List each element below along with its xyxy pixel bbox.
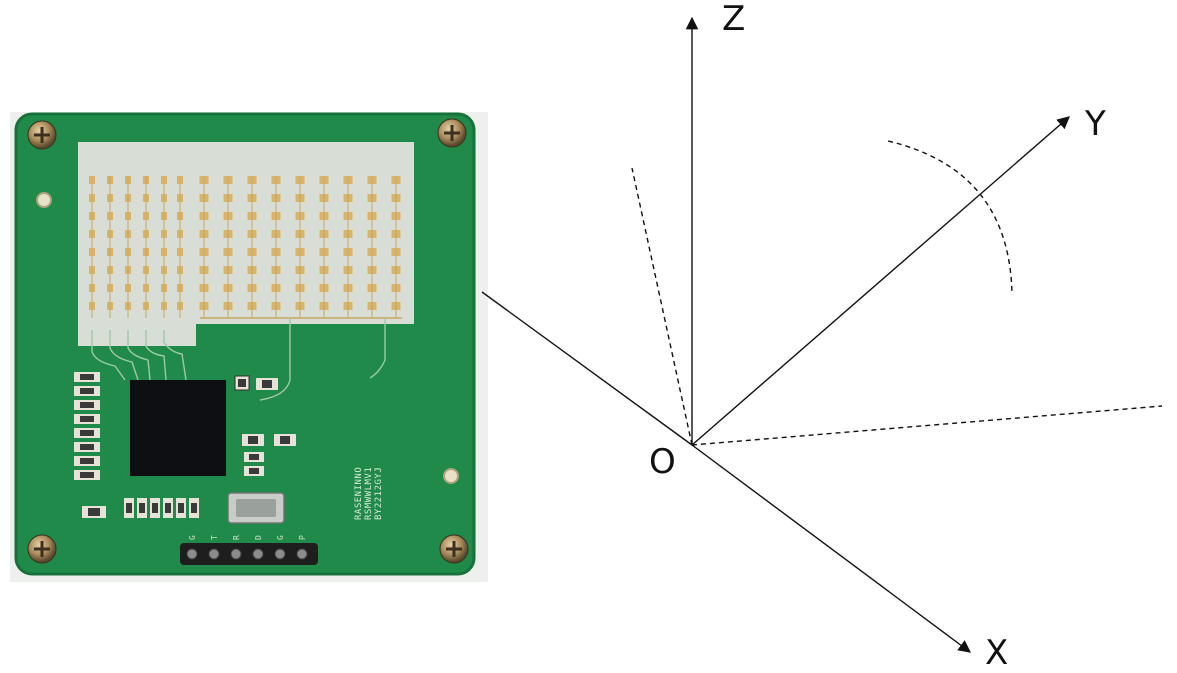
smd-component-body — [80, 444, 94, 450]
smd-component-body — [178, 503, 184, 513]
screw-icon — [437, 118, 467, 148]
smd-component-body — [80, 430, 94, 436]
screw-icon — [27, 534, 57, 564]
dashed-angle-arc — [887, 140, 1013, 296]
smd-component-body — [165, 503, 171, 513]
feed-traces — [91, 318, 386, 401]
pin-label: G — [188, 535, 197, 540]
pin-label: P — [298, 535, 307, 540]
smd-component-body — [80, 472, 94, 478]
smd-component-body — [126, 503, 132, 513]
pin-label: G — [276, 535, 285, 540]
pin-label: R — [232, 535, 241, 540]
smd-component-body — [80, 402, 94, 408]
smd-component-body — [80, 416, 94, 422]
negative-x-axis — [481, 291, 693, 446]
x-axis-label: X — [985, 633, 1008, 673]
origin-label: O — [649, 442, 676, 482]
header-pin — [208, 548, 220, 560]
radar-chip — [130, 380, 226, 476]
header-pin — [274, 548, 286, 560]
dashed-line-right — [691, 405, 1163, 446]
small-components — [82, 375, 296, 524]
left-component-column — [74, 372, 100, 480]
smd-component-body — [191, 503, 197, 513]
y-axis-label: Y — [1084, 104, 1106, 144]
dashed-line-upper — [631, 167, 693, 446]
silkscreen-line-3: BY2212GYJ — [374, 467, 384, 520]
pin-header-pins — [186, 548, 308, 560]
smd-component-body — [139, 503, 145, 513]
fiducial-bottom-right — [443, 468, 459, 484]
y-axis — [691, 116, 1070, 446]
smd-component-body — [80, 374, 94, 380]
screw-icon — [439, 534, 469, 564]
silkscreen-line-2: RSMWWLMV1 — [364, 467, 374, 520]
silkscreen-text: RASENINNO RSMWWLMV1 BY2212GYJ — [354, 467, 384, 520]
smd-component-body — [152, 503, 158, 513]
smd-component-body — [80, 458, 94, 464]
x-axis — [691, 444, 972, 653]
header-pin — [296, 548, 308, 560]
smd-component-body — [80, 388, 94, 394]
z-axis-label: Z — [722, 0, 745, 39]
header-pin — [252, 548, 264, 560]
screw-icon — [27, 120, 57, 150]
fiducial-top-left — [36, 192, 52, 208]
pin-label: D — [254, 535, 263, 540]
header-pin — [186, 548, 198, 560]
bottom-component-row — [124, 498, 199, 518]
pin-header — [180, 543, 318, 565]
silkscreen-line-1: RASENINNO — [354, 467, 364, 520]
antenna-area — [78, 142, 414, 346]
coordinate-system — [481, 16, 1163, 653]
radar-pcb-board: G T R D G P RASENINNO RSMWWLMV1 BY2212GYJ — [10, 112, 488, 582]
header-pin — [230, 548, 242, 560]
antenna-patch-array — [89, 176, 402, 319]
pin-label: T — [210, 535, 219, 540]
